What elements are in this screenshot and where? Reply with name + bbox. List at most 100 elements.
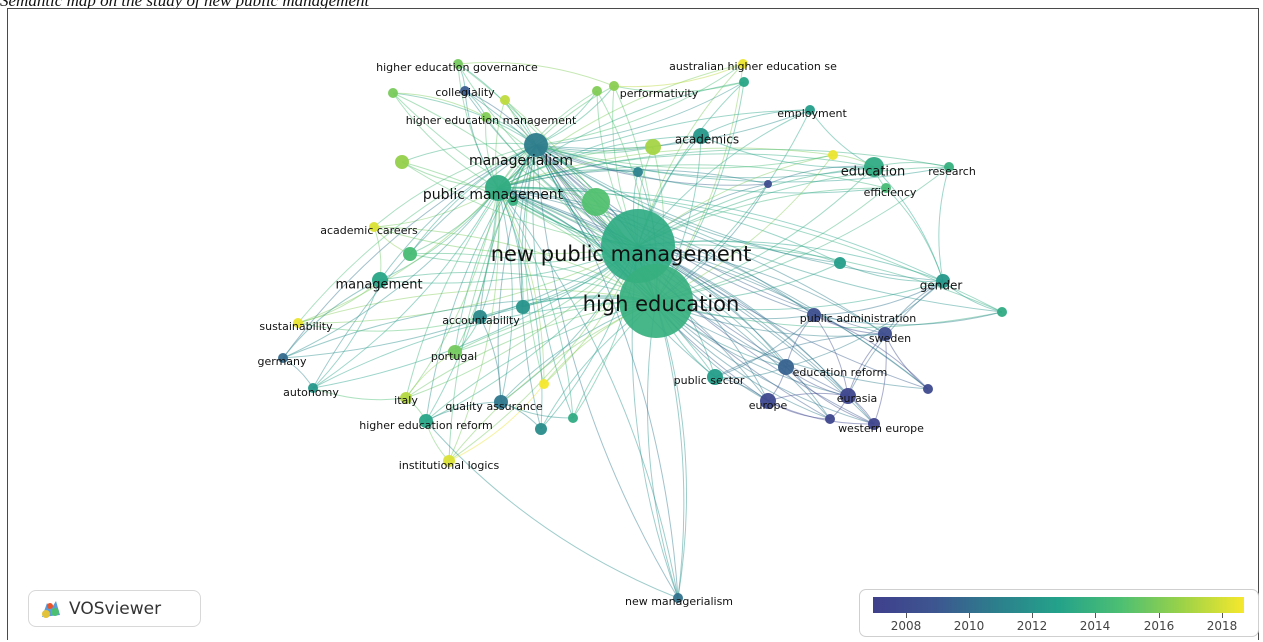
node-acc[interactable] (473, 310, 487, 324)
node-pa[interactable] (807, 308, 821, 322)
node-u20[interactable] (535, 423, 547, 435)
node-label-qa[interactable]: quality assurance (445, 400, 543, 413)
edge (497, 169, 769, 189)
node-label-coll[interactable]: collegiality (435, 86, 495, 99)
node-label-sus[interactable]: sustainability (259, 320, 333, 333)
node-label-aut[interactable]: autonomy (283, 386, 339, 399)
node-label-hegov[interactable]: higher education governance (376, 61, 538, 74)
network-map[interactable]: new public management high education publi… (8, 9, 1259, 640)
node-emp[interactable] (805, 105, 815, 115)
node-u4[interactable] (633, 167, 643, 177)
edge (535, 109, 811, 150)
node-label-ps[interactable]: public sector (674, 374, 745, 387)
node-u7[interactable] (834, 257, 846, 269)
node-res[interactable] (944, 162, 954, 172)
node-ger[interactable] (278, 353, 288, 363)
node-her[interactable] (419, 414, 433, 428)
node-qa[interactable] (494, 395, 508, 409)
node-label-he[interactable]: high education (583, 292, 740, 316)
node-label-acad[interactable]: academics (675, 133, 739, 147)
node-hegov[interactable] (453, 59, 463, 69)
node-ac[interactable] (369, 222, 379, 232)
node-we[interactable] (868, 418, 880, 430)
node-coll[interactable] (460, 86, 470, 96)
node-label-ac[interactable]: academic careers (320, 224, 418, 237)
edge (535, 144, 679, 599)
node-por[interactable] (448, 345, 462, 359)
node-label-il[interactable]: institutional logics (399, 459, 500, 472)
node-u8[interactable] (739, 77, 749, 87)
node-label-ger[interactable]: germany (257, 355, 307, 368)
node-label-perf[interactable]: performativity (620, 87, 699, 100)
node-u14[interactable] (997, 307, 1007, 317)
node-il[interactable] (443, 455, 455, 467)
node-u19[interactable] (500, 95, 510, 105)
node-u10[interactable] (403, 247, 417, 261)
edge (297, 245, 639, 324)
node-eura[interactable] (840, 388, 856, 404)
network-map-panel[interactable]: new public management high education publi… (7, 8, 1259, 640)
node-u9[interactable] (828, 150, 838, 160)
node-swe[interactable] (878, 327, 892, 341)
node-label-acc[interactable]: accountability (442, 314, 520, 327)
node-aus[interactable] (738, 59, 748, 69)
vosviewer-logo[interactable]: VOSviewer (28, 590, 201, 627)
node-u16[interactable] (923, 384, 933, 394)
node-label-pa[interactable]: public administration (800, 312, 917, 325)
node-label-swe[interactable]: sweden (869, 332, 911, 345)
node-u2[interactable] (592, 86, 602, 96)
node-ps[interactable] (707, 369, 723, 385)
node-u3[interactable] (582, 188, 610, 216)
node-pm[interactable] (485, 175, 511, 201)
node-sus[interactable] (293, 318, 303, 328)
node-label-mgmt[interactable]: management (335, 278, 422, 293)
edge (379, 144, 537, 281)
node-acad[interactable] (693, 128, 709, 144)
node-u5[interactable] (508, 196, 518, 206)
node-mgr[interactable] (524, 133, 548, 157)
node-label-res[interactable]: research (928, 165, 976, 178)
node-he[interactable] (619, 264, 693, 338)
node-label-mgr[interactable]: managerialism (469, 153, 573, 169)
node-u15[interactable] (395, 155, 409, 169)
node-label-ita[interactable]: italy (394, 394, 418, 407)
node-ita[interactable] (400, 392, 412, 404)
node-label-edu[interactable]: education (841, 165, 906, 180)
node-u12[interactable] (568, 413, 578, 423)
node-label-eur[interactable]: europe (749, 399, 788, 412)
node-gen[interactable] (936, 274, 950, 288)
node-label-pm[interactable]: public management (423, 187, 564, 203)
node-eur[interactable] (760, 393, 776, 409)
node-label-por[interactable]: portugal (431, 350, 477, 363)
node-edu[interactable] (864, 157, 884, 177)
node-label-er[interactable]: education reform (793, 366, 888, 379)
node-label-hem[interactable]: higher education management (406, 114, 577, 127)
node-label-eura[interactable]: eurasia (837, 392, 878, 405)
node-eff[interactable] (881, 183, 891, 193)
node-u17[interactable] (825, 414, 835, 424)
edge (297, 279, 381, 324)
edge (714, 333, 886, 378)
node-aut[interactable] (308, 383, 318, 393)
node-label-npm[interactable]: new public management (491, 242, 752, 266)
edge (655, 300, 1003, 329)
node-u13[interactable] (539, 379, 549, 389)
node-mgmt[interactable] (372, 272, 388, 288)
node-label-aus[interactable]: australian higher education se (669, 60, 837, 73)
node-u11[interactable] (516, 300, 530, 314)
node-nm[interactable] (673, 593, 683, 603)
node-u6[interactable] (764, 180, 772, 188)
node-perf[interactable] (609, 81, 619, 91)
edge (448, 144, 537, 462)
node-er[interactable] (778, 359, 794, 375)
node-label-eff[interactable]: efficiency (864, 186, 917, 199)
node-label-we[interactable]: western europe (838, 422, 924, 435)
node-u1[interactable] (645, 139, 661, 155)
edge (497, 63, 744, 189)
node-hem[interactable] (481, 112, 491, 122)
node-label-emp[interactable]: employment (777, 107, 847, 120)
node-label-gen[interactable]: gender (920, 279, 963, 293)
node-label-her[interactable]: higher education reform (359, 419, 493, 432)
node-label-nm[interactable]: new managerialism (625, 595, 733, 608)
node-u18[interactable] (388, 88, 398, 98)
